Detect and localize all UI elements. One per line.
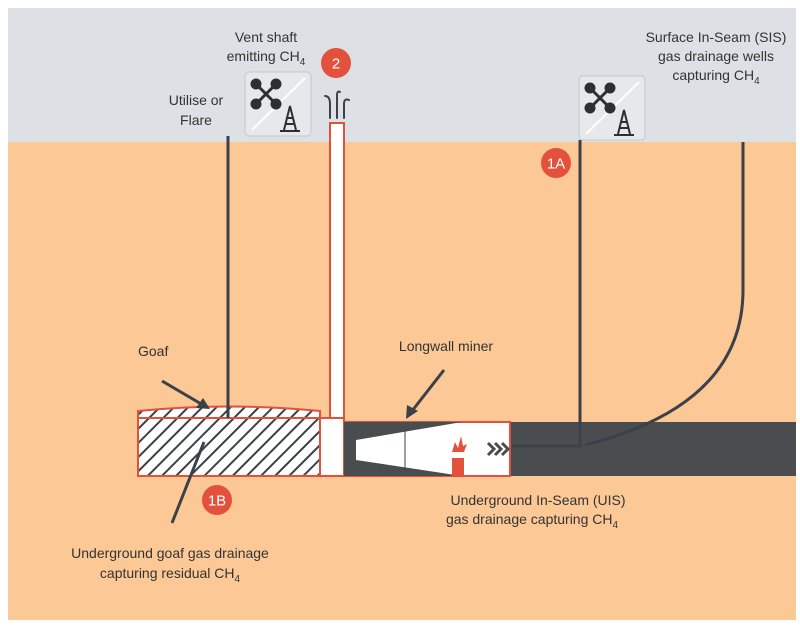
sis-icon-box [578,75,646,141]
vent-shaft-label-line1: Vent shaft [235,29,297,45]
goaf-drainage-label-line2: capturing residual CH4 [100,565,241,585]
drilling-rig-icon [280,105,300,132]
utilise-icon-box [244,71,312,137]
sis-label-line1: Surface In-Seam (SIS) [646,29,787,45]
longwall-roof-support [344,422,356,476]
sis-well-curved [584,142,745,447]
chevron-right-icon [486,441,511,457]
longwall-shearer-top [356,422,462,440]
badge-2-text: 2 [332,56,340,73]
sky-region [8,8,796,142]
uis-label-line2: gas drainage capturing CH4 [446,511,619,531]
badge-1b: 1B [202,485,232,515]
badge-1a: 1A [541,148,571,178]
goaf-block [137,417,321,477]
uis-label-line1: Underground In-Seam (UIS) [450,492,625,508]
drone-icon [584,82,616,114]
badge-1a-text: 1A [547,156,565,173]
utilise-label-line2: Flare [180,112,212,128]
vent-shaft-base [319,417,345,477]
sis-label-line2: gas drainage wells [658,48,774,64]
drilling-rig-icon [614,109,634,136]
coal-seam [505,422,796,476]
badge-1b-text: 1B [208,493,226,510]
badge-2: 2 [321,48,351,78]
goaf-drainage-label-line1: Underground goaf gas drainage [71,545,269,561]
longwall-label: Longwall miner [399,338,493,354]
goaf-label: Goaf [138,343,168,359]
vent-shaft [329,122,345,424]
goaf-drainage-pointer [170,441,206,524]
sis-well-vertical [512,140,582,448]
vent-shaft-label-line2: emitting CH4 [227,48,306,68]
fire-icon [452,436,467,452]
goaf-pointer-arrow [161,379,210,409]
longwall-pointer-arrow [406,369,446,419]
longwall-shearer-bottom [356,460,462,476]
gas-emission-icon [324,90,350,119]
longwall-block [452,458,464,476]
ground-region [8,142,796,620]
utilise-label-line1: Utilise or [169,92,224,108]
drone-icon [250,78,282,110]
sis-label-line3: capturing CH4 [672,67,760,87]
